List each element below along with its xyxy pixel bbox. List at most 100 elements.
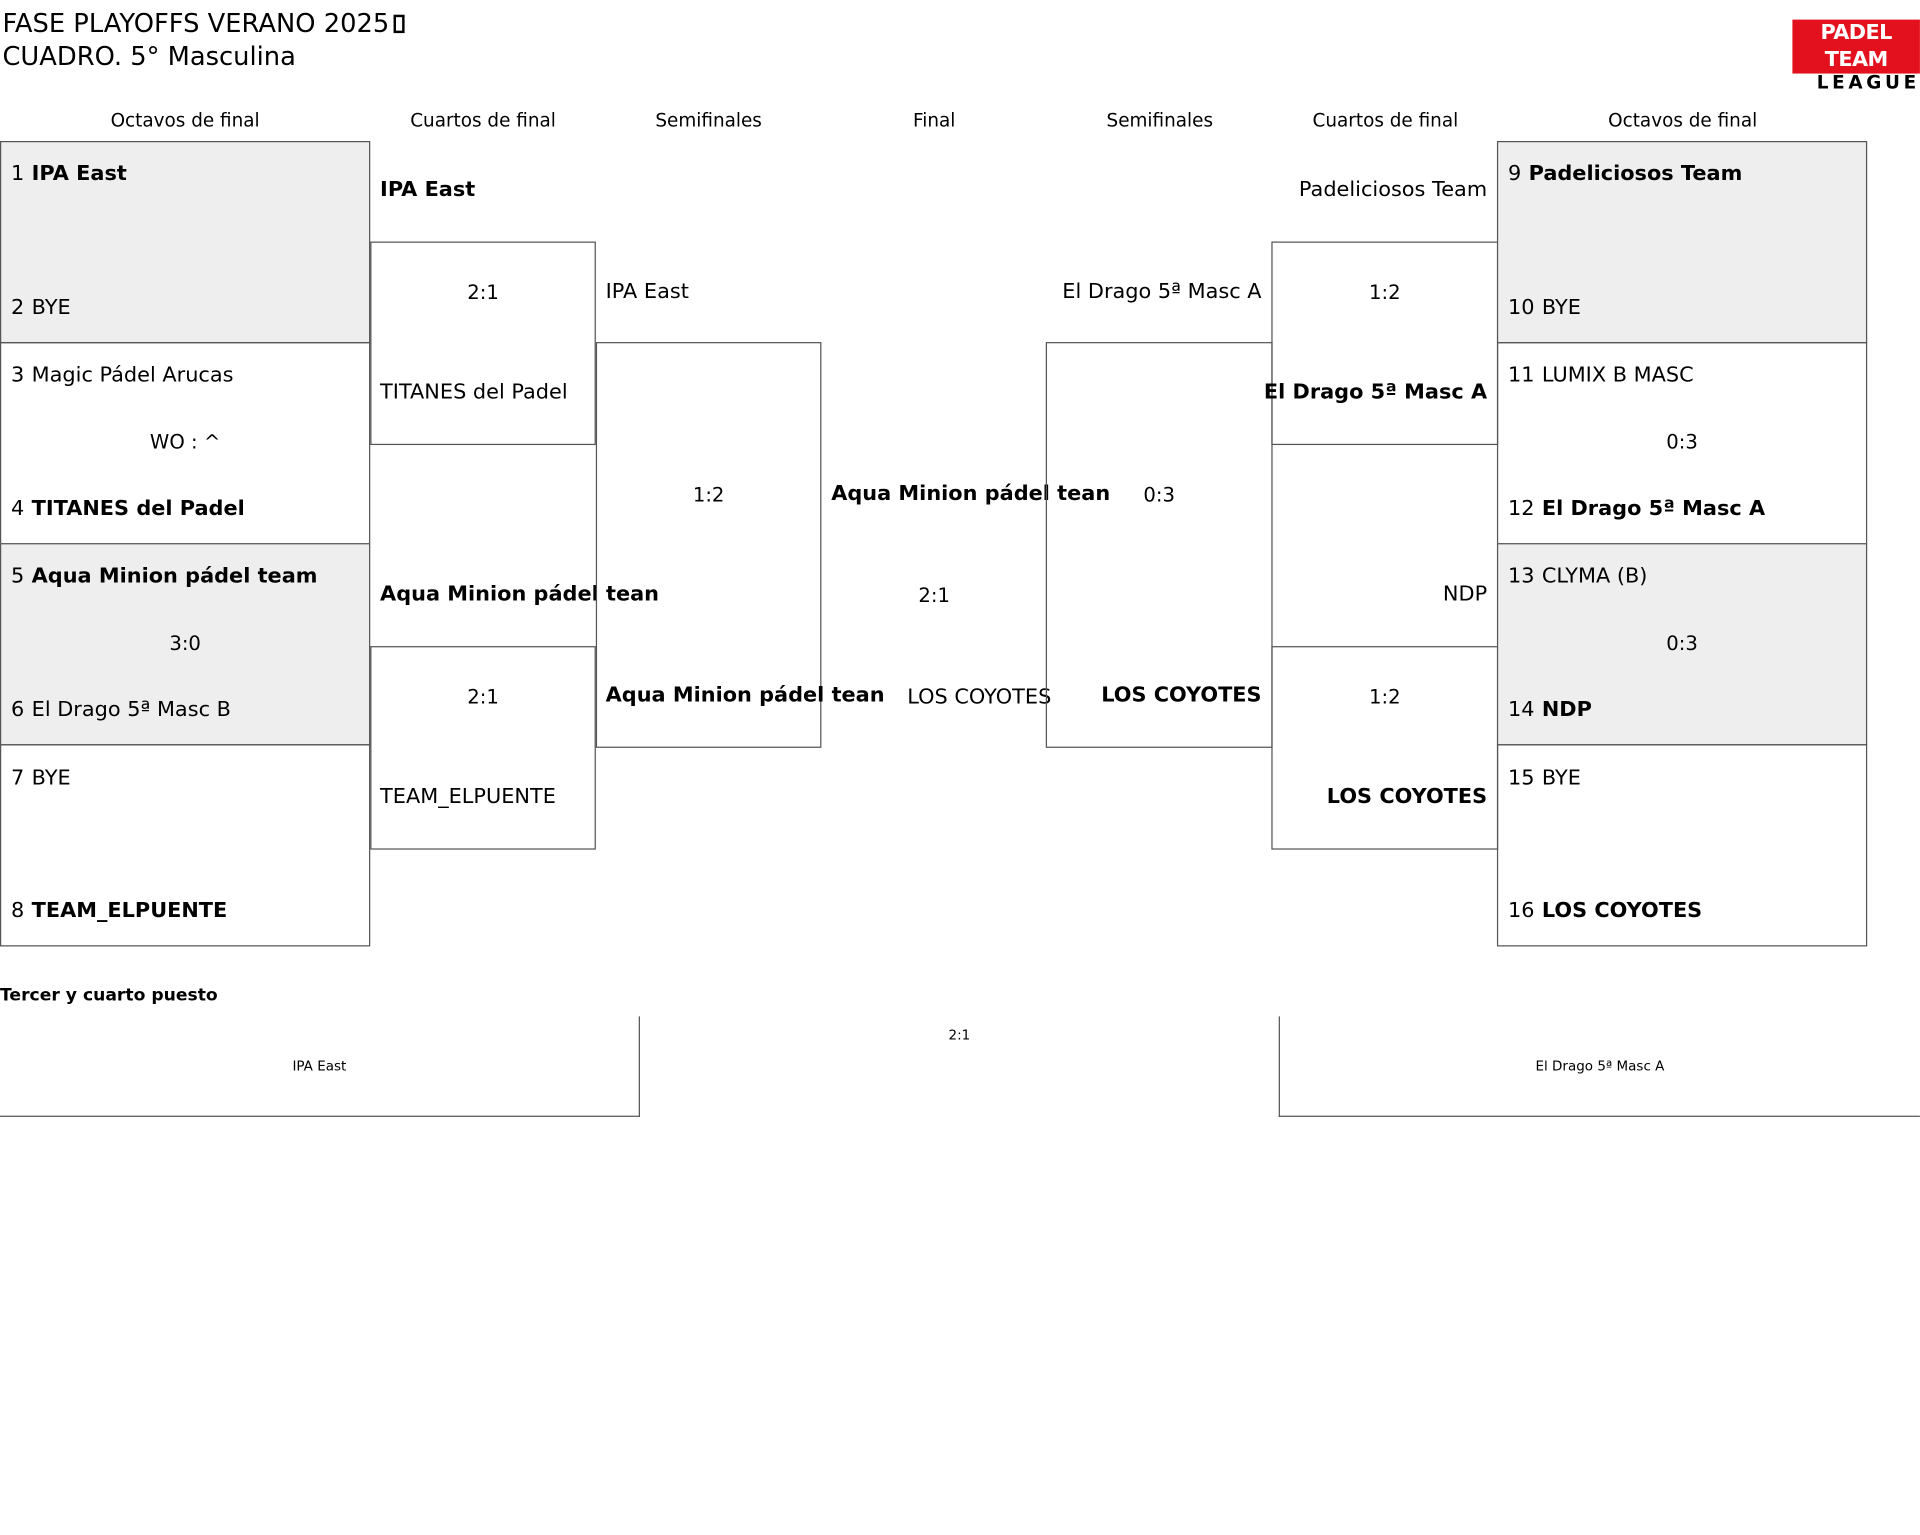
team-name: TITANES del Padel	[31, 496, 245, 522]
box-glyph-icon	[394, 14, 406, 34]
team-name: Aqua Minion pádel tean	[605, 682, 885, 708]
seed-number: 15	[1507, 766, 1535, 791]
seed-number: 10	[1507, 295, 1535, 320]
match-box-right-qf-1	[1271, 241, 1499, 446]
third-place-right-bottom-line	[1278, 1115, 1920, 1117]
match-score: 1:2	[692, 483, 725, 507]
third-place-score: 2:1	[948, 1027, 971, 1044]
third-place-label: Tercer y cuarto puesto	[0, 985, 218, 1006]
seed-number: 9	[1507, 161, 1522, 187]
match-box-left-r16-3	[0, 543, 371, 746]
team-name: Aqua Minion pádel team	[31, 563, 318, 589]
team-name: TITANES del Padel	[380, 380, 568, 405]
team-name: NDP	[1541, 697, 1592, 723]
team-name: El Drago 5ª Masc A	[1541, 496, 1766, 522]
third-place-team: El Drago 5ª Masc A	[1535, 1058, 1665, 1074]
team-name: Padeliciosos Team	[1298, 177, 1488, 203]
match-score: 3:0	[169, 631, 201, 655]
third-place-team: IPA East	[292, 1058, 347, 1074]
team-name: IPA East	[605, 279, 689, 305]
team-name: LUMIX B MASC	[1541, 362, 1694, 388]
match-score: WO : ^	[149, 430, 221, 454]
seed-number: 4	[11, 496, 25, 522]
seed-number: 16	[1507, 898, 1535, 924]
seed-number: 1	[11, 161, 25, 187]
match-box-right-r16-3	[1496, 543, 1868, 746]
logo-top-text: PADEL TEAM	[1792, 19, 1920, 74]
seed-number: 11	[1507, 362, 1535, 388]
seed-number: 5	[11, 563, 25, 589]
final-score: 2:1	[918, 583, 950, 607]
seed-number: 2	[11, 295, 25, 320]
team-name: NDP	[1442, 582, 1488, 607]
round-header-right-sf: Semifinales	[1106, 109, 1214, 132]
team-name: El Drago 5ª Masc A	[1062, 279, 1262, 305]
team-name: TEAM_ELPUENTE	[380, 784, 556, 810]
team-name: LOS COYOTES	[1101, 682, 1262, 708]
team-name: Aqua Minion pádel tean	[380, 582, 659, 607]
title-line-1: FASE PLAYOFFS VERANO 2025	[2, 8, 390, 39]
match-score: 2:1	[467, 280, 499, 305]
seed-number: 8	[11, 898, 25, 924]
match-box-left-r16-1	[0, 140, 371, 344]
seed-number: 12	[1507, 496, 1535, 522]
match-box-right-qf-2	[1271, 646, 1499, 850]
seed-number: 14	[1507, 697, 1535, 723]
team-name: IPA East	[380, 177, 476, 203]
logo-bottom-text: LEAGUE	[1816, 71, 1920, 94]
team-name: BYE	[31, 766, 71, 791]
match-box-right-r16-4	[1496, 744, 1868, 947]
team-name: El Drago 5ª Masc B	[31, 697, 231, 723]
match-box-right-sf	[1045, 342, 1273, 748]
match-box-left-qf-2	[370, 646, 596, 850]
match-score: 2:1	[467, 685, 499, 709]
team-name: BYE	[1541, 766, 1581, 791]
match-score: 1:2	[1368, 685, 1401, 709]
match-score: 0:3	[1666, 430, 1698, 454]
match-score: 0:3	[1143, 483, 1175, 507]
seed-number: 7	[11, 766, 25, 791]
seed-number: 6	[11, 697, 25, 723]
team-name: LOS COYOTES	[1326, 784, 1488, 810]
round-header-left-sf: Semifinales	[655, 109, 762, 132]
team-name: LOS COYOTES	[1541, 898, 1703, 924]
padel-team-league-logo: PADEL TEAM LEAGUE	[1792, 19, 1920, 94]
final-team-name: LOS COYOTES	[907, 685, 1052, 710]
round-header-right-r16: Octavos de final	[1608, 109, 1758, 132]
team-name: BYE	[31, 295, 71, 320]
match-box-left-qf-1	[370, 241, 596, 446]
match-score: 1:2	[1368, 280, 1401, 305]
match-box-right-r16-1	[1496, 140, 1868, 344]
team-name: Padeliciosos Team	[1528, 161, 1743, 187]
team-name: CLYMA (B)	[1541, 563, 1648, 589]
seed-number: 13	[1507, 563, 1535, 589]
seed-number: 3	[11, 362, 25, 388]
match-box-left-r16-4	[0, 744, 371, 947]
round-header-final: Final	[913, 109, 956, 132]
team-name: El Drago 5ª Masc A	[1263, 380, 1488, 405]
match-box-left-sf	[595, 342, 822, 748]
page-title: FASE PLAYOFFS VERANO 2025	[2, 7, 406, 40]
page-subtitle: CUADRO. 5° Masculina	[2, 41, 296, 72]
team-name: TEAM_ELPUENTE	[31, 898, 228, 924]
third-place-right-vertical-line	[1278, 1016, 1280, 1117]
team-name: BYE	[1541, 295, 1581, 320]
final-team-name: Aqua Minion pádel tean	[831, 481, 1111, 507]
